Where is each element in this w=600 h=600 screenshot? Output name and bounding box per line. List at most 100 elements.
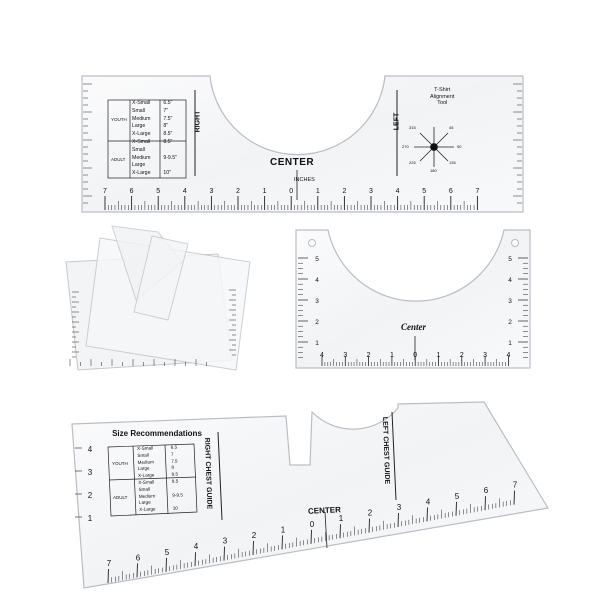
- ruler-tick: [513, 490, 515, 505]
- ruler-tick: [223, 546, 225, 561]
- size-value: 7": [163, 107, 169, 114]
- tick-label: 2: [368, 509, 373, 518]
- size-name: Large: [132, 123, 146, 130]
- tick-label: 3: [343, 352, 347, 359]
- tick-label: 2: [342, 188, 346, 195]
- tick-label: 4: [320, 352, 324, 359]
- ruler-middle-body: [295, 229, 531, 369]
- tick-label: 1: [437, 352, 441, 359]
- size-value: 6.5": [163, 100, 173, 106]
- tick-label: 0: [413, 352, 417, 359]
- small-guides-ticks: [69, 289, 236, 366]
- size-row: Large: [132, 162, 186, 170]
- size-name: X-Large: [132, 170, 151, 177]
- tick-label: 2: [252, 531, 257, 540]
- size-value: 8.5": [163, 138, 173, 145]
- size-name: X-Small: [132, 138, 151, 145]
- size-value: 8": [163, 123, 169, 130]
- size-value: 9-9.5": [163, 154, 177, 161]
- compass-angle-90: 90: [457, 144, 462, 149]
- size-value: 7.5: [171, 458, 178, 464]
- tick-label: 7: [513, 481, 518, 490]
- tick-label: 4: [396, 188, 400, 195]
- hanging-hole-left: [308, 239, 316, 247]
- tool-title-line-2: Alignment: [430, 93, 455, 100]
- top-right-label: RIGHT: [194, 110, 202, 133]
- hanging-hole-right: [511, 239, 519, 247]
- ruler-tick: [426, 507, 428, 522]
- size-value: 10": [163, 170, 171, 177]
- tick-label: 7: [475, 188, 479, 195]
- ruler-tick: [397, 512, 399, 528]
- top-group-adult: ADULT: [111, 157, 126, 162]
- tick-label: 4: [506, 352, 510, 359]
- size-name: Large: [132, 162, 146, 169]
- ruler-tick: [368, 518, 370, 533]
- tick-label: 2: [367, 352, 371, 359]
- tick-label: 0: [310, 520, 315, 529]
- tick-label: 6: [130, 188, 134, 195]
- bottom-group-youth: YOUTH: [112, 461, 128, 466]
- compass-angle-315: 315: [409, 125, 416, 130]
- size-name: X-Large: [132, 131, 151, 138]
- tick-label: 5: [455, 492, 460, 501]
- compass-angle-270: 270: [402, 144, 409, 149]
- ruler-tick: [194, 552, 196, 567]
- ruler-tick: [484, 496, 486, 511]
- tick-label: 0: [289, 188, 293, 195]
- size-row: X-Small 8.5": [132, 139, 186, 147]
- tick-label: 4: [194, 542, 199, 551]
- tick-label: 1: [339, 514, 344, 523]
- tick-label: 1: [315, 340, 319, 347]
- tool-title-line-3: Tool: [437, 100, 448, 106]
- tick-label: 4: [426, 497, 431, 506]
- size-row: X-Large 10": [132, 170, 186, 178]
- small-guide-sheet-4: [133, 235, 189, 321]
- tick-label: 1: [281, 525, 286, 534]
- left-chest-line: [391, 411, 397, 501]
- compass-angle-180: 180: [430, 168, 437, 173]
- tick-label: 5: [422, 188, 426, 195]
- ruler-tick: [339, 524, 341, 539]
- size-row: Large 8": [132, 123, 186, 131]
- compass-angle-135: 135: [449, 160, 456, 165]
- tick-label: 3: [209, 188, 213, 195]
- ruler-tick: [252, 540, 254, 556]
- size-row: Small: [132, 147, 186, 155]
- size-name: X-Large: [139, 506, 156, 513]
- tick-label: 6: [484, 486, 489, 495]
- tick-label: 5: [156, 188, 160, 195]
- tick-label: 1: [508, 340, 512, 347]
- size-name: Small: [132, 107, 145, 114]
- compass-angle-45: 45: [449, 125, 454, 130]
- tick-label: 3: [223, 537, 228, 546]
- bottom-center-label: CENTER: [307, 505, 342, 516]
- tick-label: 1: [263, 188, 267, 195]
- tick-label: 4: [183, 188, 187, 195]
- tick-label: 4: [508, 277, 512, 284]
- ruler-tick: [310, 529, 312, 544]
- tick-label: 3: [315, 298, 319, 305]
- size-value: 10: [172, 505, 179, 511]
- tick-label: 3: [369, 188, 373, 195]
- ruler-tick: [107, 568, 109, 584]
- middle-center-label: Center: [401, 322, 427, 332]
- tick-label: 2: [508, 319, 512, 326]
- tick-label: 1: [88, 514, 93, 523]
- bottom-group-adult: ADULT: [113, 495, 128, 500]
- top-group-youth: YOUTH: [111, 117, 127, 122]
- tick-label: 1: [316, 188, 320, 195]
- ruler-tick: [165, 557, 167, 572]
- top-left-label: LEFT: [393, 112, 401, 131]
- compass-angle-225: 225: [409, 160, 416, 165]
- tick-label: 3: [397, 503, 402, 512]
- tick-label: 7: [107, 559, 112, 568]
- tick-label: 5: [508, 256, 512, 263]
